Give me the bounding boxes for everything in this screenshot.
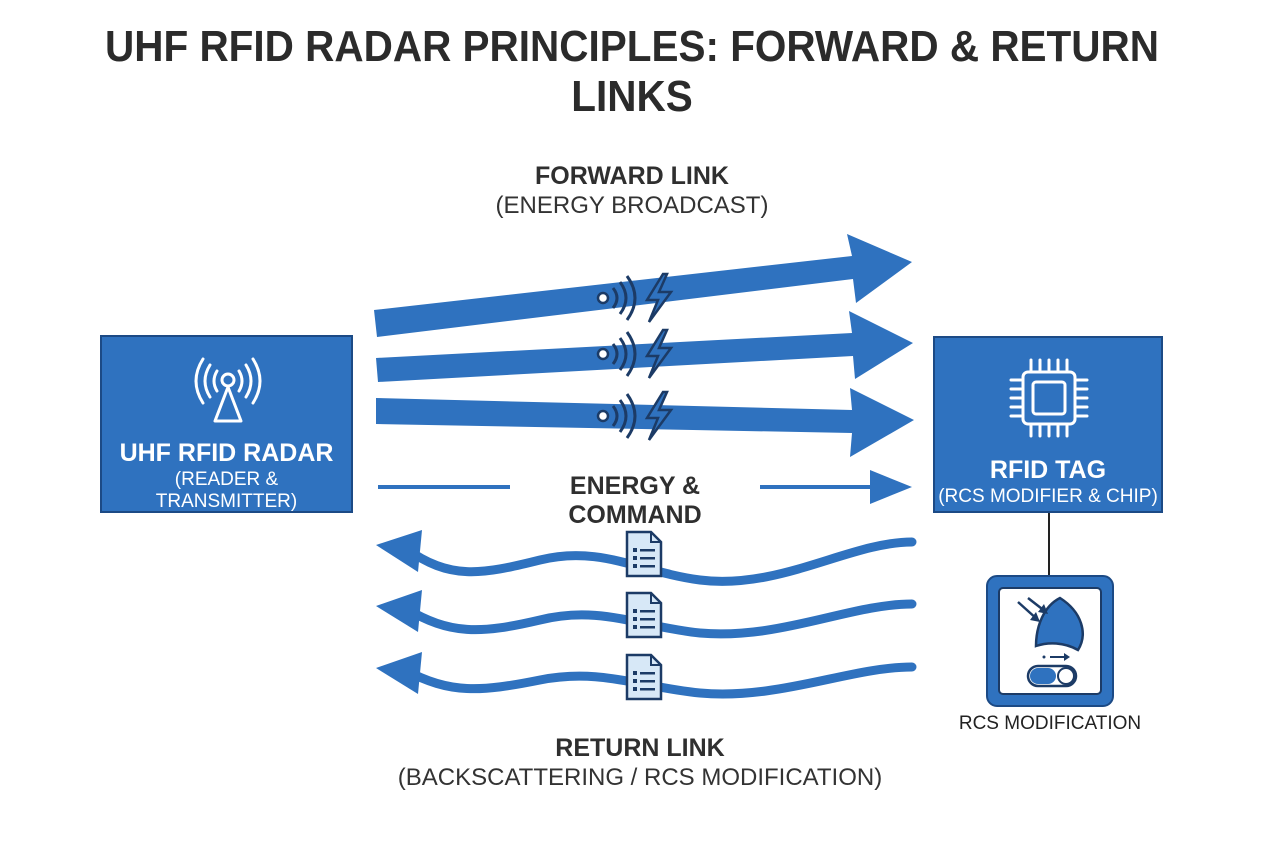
reader-role: (READER & TRANSMITTER) (155, 469, 298, 512)
dish-reflector-icon (1017, 596, 1084, 652)
rcs-module (986, 575, 1114, 707)
tag-role: (RCS MODIFIER & CHIP) (938, 486, 1158, 507)
forward-link-subtitle: (ENERGY BROADCAST) (495, 192, 769, 219)
tag-box: RFID TAG (RCS MODIFIER & CHIP) (933, 336, 1163, 513)
forward-arrows (374, 234, 914, 457)
document-icons (625, 530, 663, 701)
reader-box: UHF RFID RADAR (READER & TRANSMITTER) (100, 335, 353, 513)
forward-arrow-2 (376, 311, 913, 382)
rcs-modification-label: RCS MODIFICATION (958, 713, 1142, 734)
wave-bolt-icon-3 (596, 390, 674, 441)
wave-bolt-icon-2 (596, 328, 674, 379)
energy-command-label: ENERGY & COMMAND (510, 472, 760, 530)
return-head-2 (376, 590, 422, 632)
forward-arrow-3 (376, 388, 914, 457)
document-icon-3 (625, 653, 663, 701)
diagram-title: UHF RFID RADAR PRINCIPLES: FORWARD & RET… (105, 22, 1159, 121)
document-icon-1 (625, 530, 663, 578)
return-head-3 (376, 652, 422, 694)
tag-name: RFID TAG (989, 456, 1107, 484)
toggle-switch-icon (1026, 653, 1078, 688)
return-head-1 (376, 530, 422, 572)
antenna-tower-icon (194, 357, 262, 423)
forward-link-title: FORWARD LINK (535, 162, 729, 190)
return-link-subtitle: (BACKSCATTERING / RCS MODIFICATION) (397, 764, 883, 791)
return-arrowheads (376, 530, 422, 694)
wave-bolt-icon-1 (596, 272, 674, 323)
return-link-title: RETURN LINK (555, 734, 725, 762)
microchip-icon (1009, 358, 1089, 438)
forward-arrow-1 (374, 234, 912, 337)
signal-icons (596, 272, 674, 441)
document-icon-2 (625, 591, 663, 639)
reader-name: UHF RFID RADAR (119, 439, 334, 467)
